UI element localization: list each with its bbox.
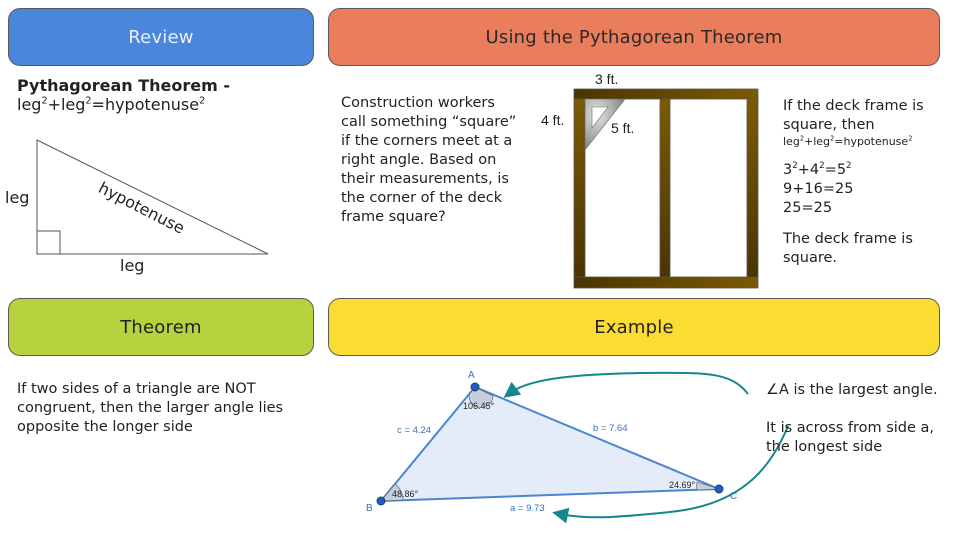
vertex-b-label: B	[366, 503, 373, 514]
angle-a-label: 106.45°	[463, 401, 495, 411]
review-header-label: Review	[128, 26, 194, 48]
right-triangle	[36, 139, 269, 255]
example-explanation: ∠A is the largest angle. It is across fr…	[766, 381, 956, 457]
using-theorem-header-label: Using the Pythagorean Theorem	[485, 26, 783, 48]
pythagorean-formula: leg2+leg2=hypotenuse2	[17, 95, 205, 114]
formula-term: =hypotenuse	[91, 95, 200, 114]
explanation-largest-angle: ∠A is the largest angle.	[766, 382, 938, 398]
right-angle-marker	[36, 230, 61, 255]
angle-b-marker	[380, 483, 404, 502]
example-triangle	[378, 385, 720, 503]
speed-square-icon	[584, 98, 626, 151]
formula-exponent: 2	[846, 161, 852, 172]
formula-term: leg	[17, 95, 42, 114]
example-header: Example	[328, 298, 940, 356]
middle-post	[659, 98, 671, 278]
frame-top-label: 3 ft.	[595, 71, 619, 87]
formula-term: +leg	[804, 135, 831, 148]
arrow-to-angle-a	[503, 371, 749, 398]
formula-term: +4	[797, 162, 820, 178]
frame-left-label: 4 ft.	[541, 112, 565, 128]
deck-frame-diagram	[573, 88, 759, 289]
vertex-c-label: C	[730, 491, 737, 502]
arrow-to-side-a	[552, 425, 789, 524]
leg-label-left: leg	[5, 188, 30, 207]
side-c-label: c = 4.24	[397, 425, 431, 436]
using-theorem-header: Using the Pythagorean Theorem	[328, 8, 940, 66]
formula-exponent: 2	[830, 134, 835, 143]
angle-c-label: 24.69°	[669, 480, 696, 490]
right-post	[746, 98, 759, 278]
vertex-a-label: A	[468, 370, 475, 381]
formula-exponent: 2	[85, 95, 92, 107]
explanation-longest-side: It is across from side a, the longest si…	[766, 420, 935, 455]
left-post	[573, 98, 586, 278]
side-b-label: b = 7.64	[593, 423, 628, 434]
solution-intro: If the deck frame is square, then	[783, 98, 924, 133]
vertex-c-point	[714, 484, 724, 494]
formula-exponent: 2	[41, 95, 48, 107]
pythagorean-title: Pythagorean Theorem -	[17, 76, 231, 95]
formula-exponent: 2	[908, 134, 913, 143]
vertex-a-point	[470, 382, 480, 392]
solution-line-1: 32+42=52	[783, 161, 953, 180]
formula-term: =hypotenuse	[834, 135, 909, 148]
formula-term: leg	[783, 135, 800, 148]
angle-a-marker	[468, 386, 494, 408]
right-triangle-diagram	[36, 139, 269, 255]
theorem-header: Theorem	[8, 298, 314, 356]
solution-text: If the deck frame is square, then leg2+l…	[783, 97, 953, 268]
formula-term: =5	[824, 162, 847, 178]
solution-conclusion: The deck frame is square.	[783, 231, 913, 266]
formula-exponent: 2	[199, 95, 206, 107]
leg-label-bottom: leg	[120, 256, 145, 275]
formula-term: 3	[783, 162, 793, 178]
theorem-text: If two sides of a triangle are NOT congr…	[17, 381, 284, 435]
formula-exponent: 2	[819, 161, 825, 172]
solution-line-3: 25=25	[783, 200, 833, 216]
vertex-b-point	[376, 496, 386, 506]
solution-formula: leg2+leg2=hypotenuse2	[783, 135, 953, 149]
side-a-label: a = 9.73	[510, 503, 545, 514]
angle-c-marker	[696, 481, 720, 491]
solution-line-2: 9+16=25	[783, 181, 854, 197]
construction-problem-text: Construction workers call something “squ…	[341, 95, 517, 225]
angle-b-label: 48.86°	[392, 489, 419, 499]
theorem-header-label: Theorem	[120, 316, 202, 338]
formula-exponent: 2	[799, 134, 805, 143]
review-header: Review	[8, 8, 314, 66]
frame-diagonal-label: 5 ft.	[611, 120, 635, 136]
formula-exponent: 2	[792, 161, 798, 172]
formula-term: +leg	[47, 95, 86, 114]
example-header-label: Example	[594, 316, 674, 338]
